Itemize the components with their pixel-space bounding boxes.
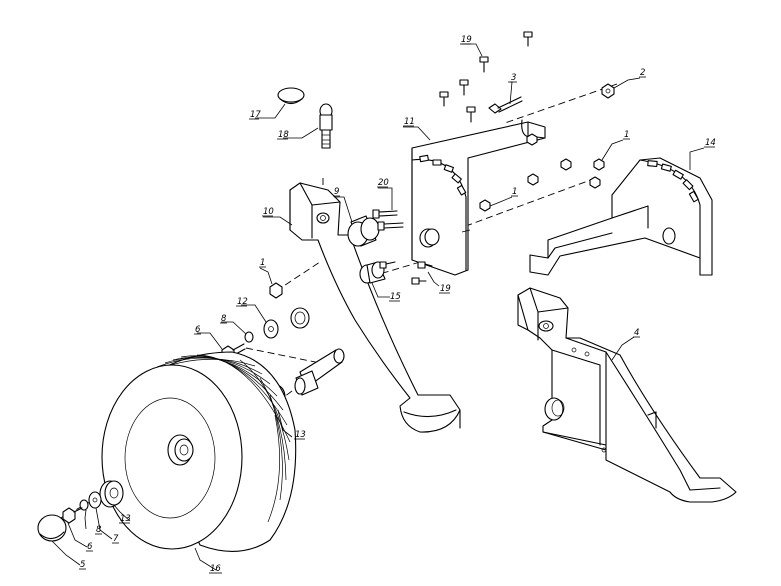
hub-cap-part-5 (37, 514, 67, 542)
bolts-19-lower (379, 261, 433, 285)
bolt-part-6-lower (62, 507, 83, 524)
callout-1-left: 1 (260, 258, 265, 268)
wheel-arm-part (289, 182, 461, 433)
callout-15: 15 (390, 292, 401, 302)
bushing-part-9 (347, 215, 380, 247)
callout-1-right: 1 (624, 130, 629, 140)
knob-part (277, 87, 305, 105)
callout-11: 11 (404, 117, 415, 127)
callout-1-mid: 1 (512, 187, 517, 197)
callout-19-lower: 19 (440, 284, 451, 294)
callout-4-arm: 4 (634, 328, 639, 338)
wheel-part (101, 351, 297, 552)
callout-6-lower: 6 (87, 542, 93, 552)
bolts-top (439, 31, 533, 123)
callout-labels: 17 18 19 3 2 11 1 14 9 20 10 1 1 12 8 6 … (79, 35, 716, 574)
long-bolt-part (488, 96, 523, 114)
callout-13-lower: 13 (120, 514, 131, 524)
callout-8-lower: 8 (96, 525, 102, 535)
callout-19-top: 19 (461, 35, 472, 45)
nuts-group (479, 133, 605, 212)
callout-20: 20 (378, 178, 389, 188)
callout-14: 14 (705, 138, 716, 148)
bearing-part-lower (99, 480, 124, 508)
callout-5: 5 (80, 560, 85, 570)
callout-10: 10 (263, 207, 274, 217)
nut-part-arm (269, 282, 283, 299)
bolts-20 (372, 209, 404, 231)
callout-3: 3 (511, 73, 516, 83)
callout-7: 7 (113, 534, 119, 544)
nut-part-2 (601, 83, 615, 99)
leader-lines (51, 43, 705, 571)
callout-13-upper: 13 (295, 430, 306, 440)
mounting-bracket-part (411, 119, 546, 276)
callout-6-upper: 6 (195, 325, 201, 335)
callout-18: 18 (278, 130, 289, 140)
washer-part-7 (88, 491, 102, 509)
side-plate-part (529, 157, 713, 276)
axle-part (294, 348, 345, 396)
lock-washer-part-8 (244, 331, 254, 343)
callout-8-upper: 8 (221, 314, 227, 324)
callout-2: 2 (640, 68, 645, 78)
callout-16: 16 (210, 564, 221, 574)
washer-part-12 (263, 319, 279, 339)
assembled-arm-part (517, 287, 737, 503)
callout-17: 17 (250, 110, 261, 120)
callout-12: 12 (237, 297, 248, 307)
spring-pin-part (319, 103, 333, 149)
callout-9: 9 (334, 187, 339, 197)
